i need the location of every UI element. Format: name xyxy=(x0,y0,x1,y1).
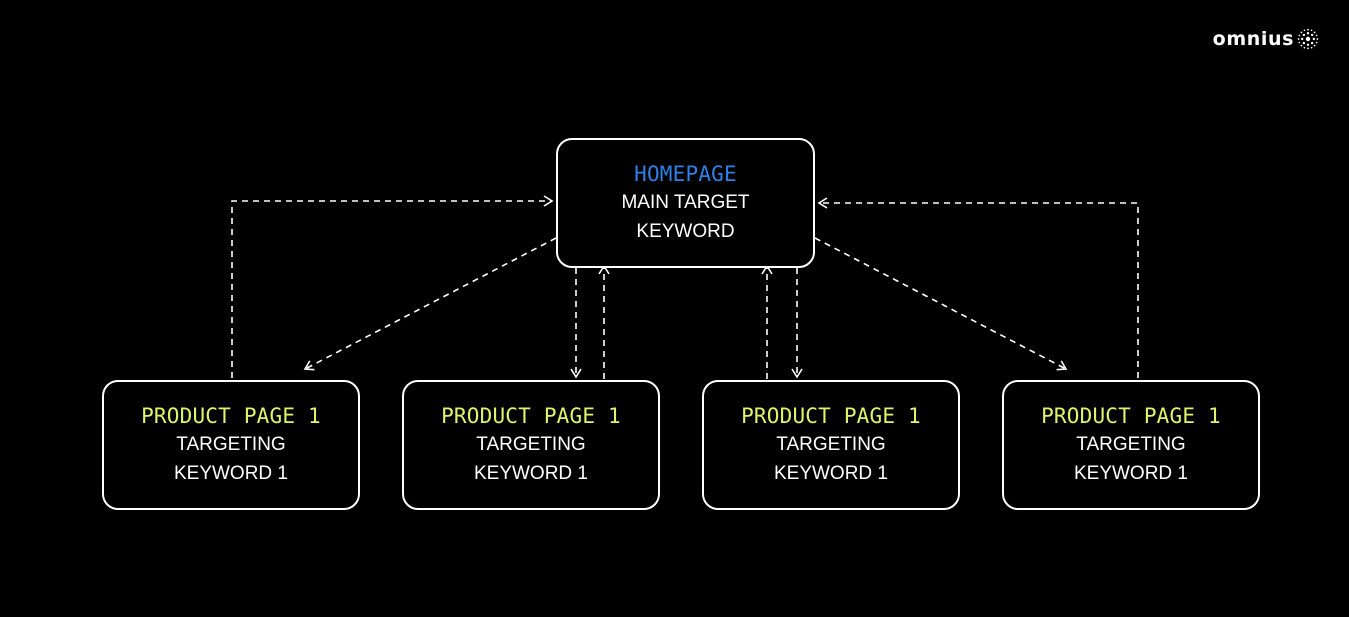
homepage-title: HOMEPAGE xyxy=(634,162,737,186)
product-line1: TARGETING xyxy=(1076,434,1186,455)
product-line1: TARGETING xyxy=(776,434,886,455)
product-node-4: PRODUCT PAGE 1 TARGETING KEYWORD 1 xyxy=(1002,380,1260,510)
product-title: PRODUCT PAGE 1 xyxy=(741,404,921,428)
connector-product1-to-homepage xyxy=(231,195,554,378)
connector-homepage-to-product4 xyxy=(814,237,1068,371)
product-line2: KEYWORD 1 xyxy=(473,463,589,484)
product-title: PRODUCT PAGE 1 xyxy=(141,404,321,428)
product-node-3: PRODUCT PAGE 1 TARGETING KEYWORD 1 xyxy=(702,380,960,510)
product-title: PRODUCT PAGE 1 xyxy=(441,404,621,428)
product-line2: KEYWORD 1 xyxy=(1073,463,1189,484)
product-node-1: PRODUCT PAGE 1 TARGETING KEYWORD 1 xyxy=(102,380,360,510)
brand-logo: omnius xyxy=(1213,28,1319,50)
product-node-2: PRODUCT PAGE 1 TARGETING KEYWORD 1 xyxy=(402,380,660,510)
brand-wordmark: omnius xyxy=(1212,28,1294,50)
homepage-node: HOMEPAGE MAIN TARGET KEYWORD xyxy=(556,138,815,268)
connector-homepage-to-product1 xyxy=(303,237,557,371)
connector-product4-to-homepage xyxy=(817,197,1139,378)
product-title: PRODUCT PAGE 1 xyxy=(1041,404,1221,428)
product-line2: KEYWORD 1 xyxy=(173,463,289,484)
product-line2: KEYWORD 1 xyxy=(773,463,889,484)
product-line1: TARGETING xyxy=(176,434,286,455)
product-line1: TARGETING xyxy=(476,434,586,455)
sunburst-dot-icon xyxy=(1297,28,1319,50)
homepage-line2: KEYWORD xyxy=(636,221,735,242)
homepage-line1: MAIN TARGET xyxy=(621,192,750,213)
